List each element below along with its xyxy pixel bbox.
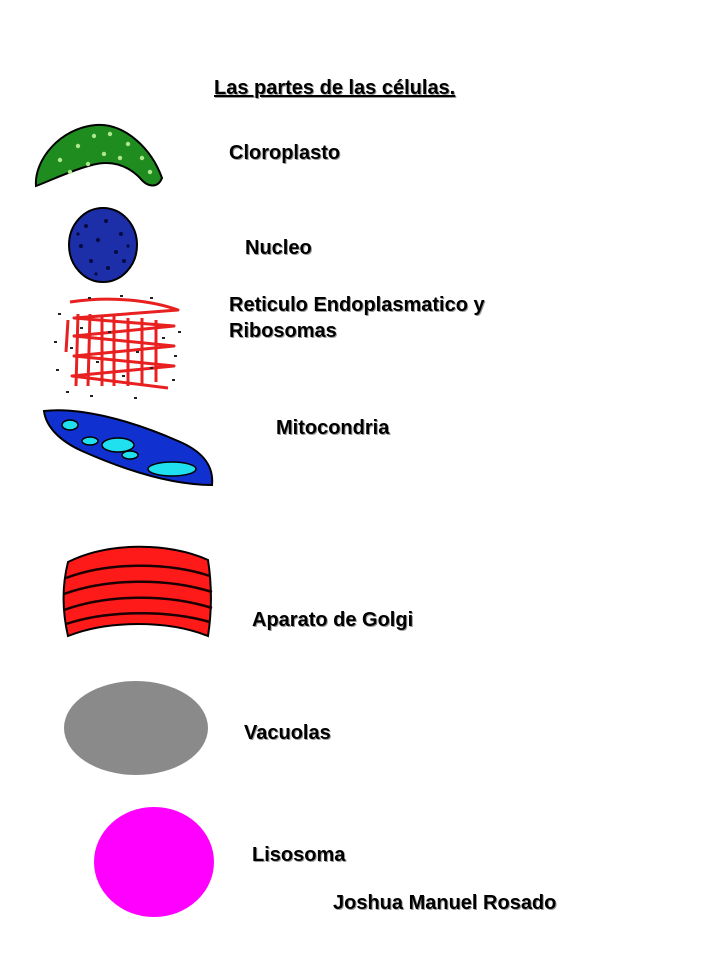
label-nucleo: Nucleo [245, 237, 312, 259]
page-title: Las partes de las células. [214, 77, 456, 99]
author-name: Joshua Manuel Rosado [333, 892, 557, 914]
label-reticulo: Reticulo Endoplasmatico y Ribosomas [229, 294, 485, 342]
golgi-apparatus-illustration [62, 545, 213, 638]
vacuole-illustration [64, 681, 208, 775]
label-cloroplasto: Cloroplasto [229, 142, 341, 164]
label-mitocondria: Mitocondria [276, 417, 390, 439]
label-golgi: Aparato de Golgi [252, 609, 414, 631]
nucleus-illustration [68, 207, 138, 283]
lysosome-illustration [94, 807, 214, 917]
label-vacuolas: Vacuolas [244, 722, 331, 744]
label-lisosoma: Lisosoma [252, 844, 346, 866]
endoplasmic-reticulum-illustration [54, 295, 181, 399]
chloroplast-illustration [34, 123, 164, 188]
mitochondria-illustration [42, 409, 214, 487]
